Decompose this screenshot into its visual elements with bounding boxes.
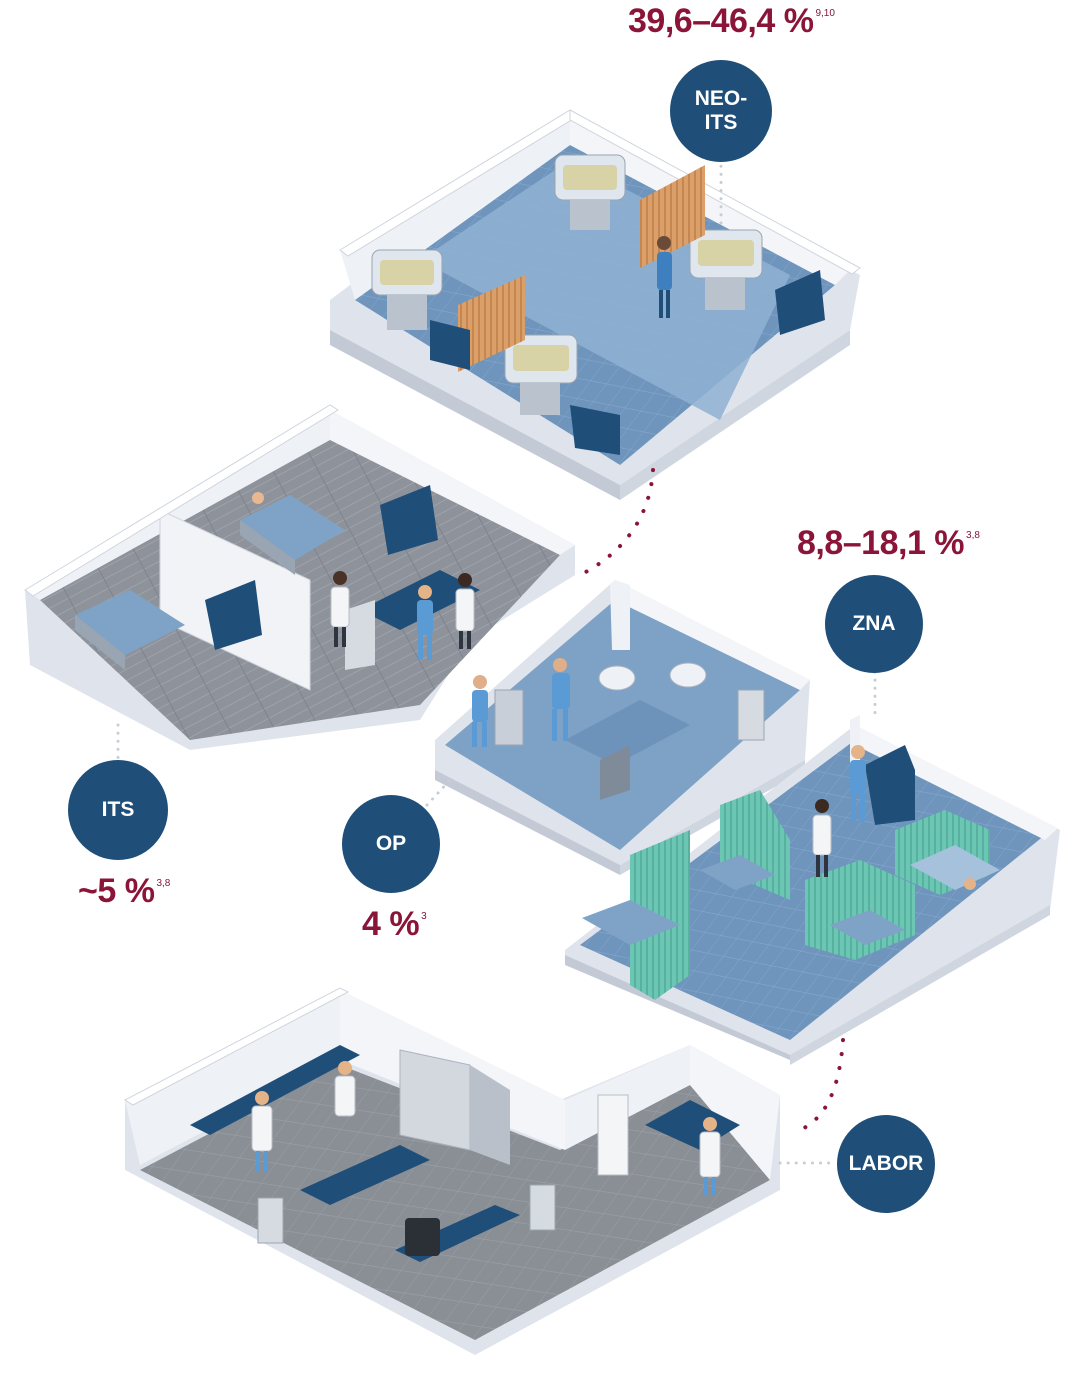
op-room <box>435 580 810 875</box>
armchair <box>570 405 620 455</box>
its-references: 3,8 <box>156 877 171 889</box>
incubator <box>371 249 443 330</box>
nurse-station <box>865 745 915 825</box>
anesthesia-machine <box>494 689 524 746</box>
surgeon-figure <box>552 658 570 741</box>
op-badge: OP <box>342 795 440 893</box>
neo-its-references: 9,10 <box>815 7 835 19</box>
incubator <box>504 334 578 415</box>
hospital-bed <box>75 590 185 670</box>
neo-its-room <box>330 109 861 500</box>
stretcher <box>830 910 905 945</box>
incubator <box>689 229 763 310</box>
storage-cabinet <box>399 1049 471 1151</box>
zna-room <box>565 715 1060 1065</box>
zna-badge: ZNA <box>825 575 923 673</box>
doctor-figure <box>330 571 350 647</box>
lab-bench <box>190 1045 360 1135</box>
privacy-curtain <box>458 275 525 372</box>
zna-value: 8,8–18,1 %3,8 <box>797 524 980 563</box>
lab-analyzer <box>405 1218 440 1256</box>
nurse-figure <box>850 745 866 822</box>
armchair <box>380 485 438 555</box>
its-value: ~5 %3,8 <box>78 872 170 911</box>
neo-its-badge: NEO- ITS <box>670 60 772 162</box>
privacy-curtain <box>640 165 705 268</box>
storage-cabinet <box>470 1065 510 1165</box>
incubator <box>554 154 626 230</box>
its-percentage: ~5 % <box>78 872 155 910</box>
lab-cart <box>257 1197 284 1244</box>
stretcher <box>910 845 1000 890</box>
workstation-desk <box>360 570 480 630</box>
lab-table <box>300 1145 430 1205</box>
surgical-lamp <box>598 665 636 691</box>
armchair <box>430 320 470 370</box>
lab-technician-figure <box>699 1117 721 1195</box>
neo-its-value: 39,6–46,4 %9,10 <box>628 2 835 41</box>
zna-references: 3,8 <box>966 529 980 541</box>
stretcher <box>700 855 775 890</box>
surgeon-figure <box>472 675 488 747</box>
lab-cart <box>529 1184 556 1231</box>
connector-lines <box>116 148 877 1165</box>
operating-table <box>565 700 690 765</box>
hospital-bed <box>240 492 345 575</box>
doctor-figure <box>455 573 475 649</box>
its-badge: ITS <box>68 760 168 860</box>
lab-technician-figure <box>334 1061 356 1117</box>
surgical-lamp <box>669 662 707 688</box>
nurse-figure <box>657 236 672 318</box>
neo-its-percentage: 39,6–46,4 % <box>628 2 814 40</box>
labor-room <box>123 987 780 1355</box>
op-value: 4 %3 <box>362 905 427 944</box>
doctor-figure <box>812 799 832 877</box>
coat-rack <box>597 1094 629 1176</box>
op-percentage: 4 % <box>362 905 420 943</box>
medical-cart <box>737 689 765 741</box>
labor-badge: LABOR <box>837 1115 935 1213</box>
its-room <box>24 404 575 750</box>
stretcher <box>582 900 680 945</box>
medical-cart <box>345 600 375 670</box>
lab-technician-figure <box>251 1091 273 1171</box>
armchair <box>205 580 262 650</box>
nurse-figure <box>417 585 433 660</box>
zna-percentage: 8,8–18,1 % <box>797 524 965 562</box>
op-references: 3 <box>421 910 427 922</box>
armchair <box>775 270 825 335</box>
